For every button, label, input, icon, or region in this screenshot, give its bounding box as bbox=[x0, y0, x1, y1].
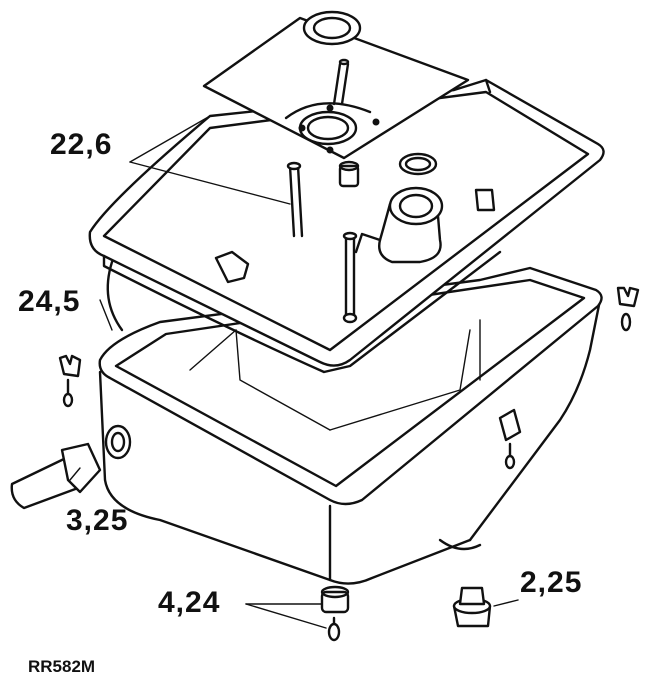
callout-3-25: 3,25 bbox=[66, 504, 129, 537]
figure-reference: RR582M bbox=[28, 657, 96, 676]
drain-plug-2-25 bbox=[452, 586, 492, 628]
cover-plate bbox=[202, 10, 470, 160]
clip-right bbox=[616, 286, 640, 332]
gasket-frame bbox=[88, 78, 605, 374]
screw-pan bbox=[504, 442, 516, 470]
pickup-pipe bbox=[214, 152, 496, 284]
plug-4-24 bbox=[320, 585, 350, 642]
clip-left bbox=[58, 354, 82, 408]
callout-24-5: 24,5 bbox=[18, 285, 81, 318]
callout-4-24: 4,24 bbox=[158, 586, 221, 619]
bolts bbox=[286, 161, 358, 324]
callout-2-25: 2,25 bbox=[520, 566, 583, 599]
callout-22-6: 22,6 bbox=[50, 128, 113, 161]
leader-lines bbox=[69, 115, 519, 629]
drain-adaptor bbox=[10, 442, 102, 510]
